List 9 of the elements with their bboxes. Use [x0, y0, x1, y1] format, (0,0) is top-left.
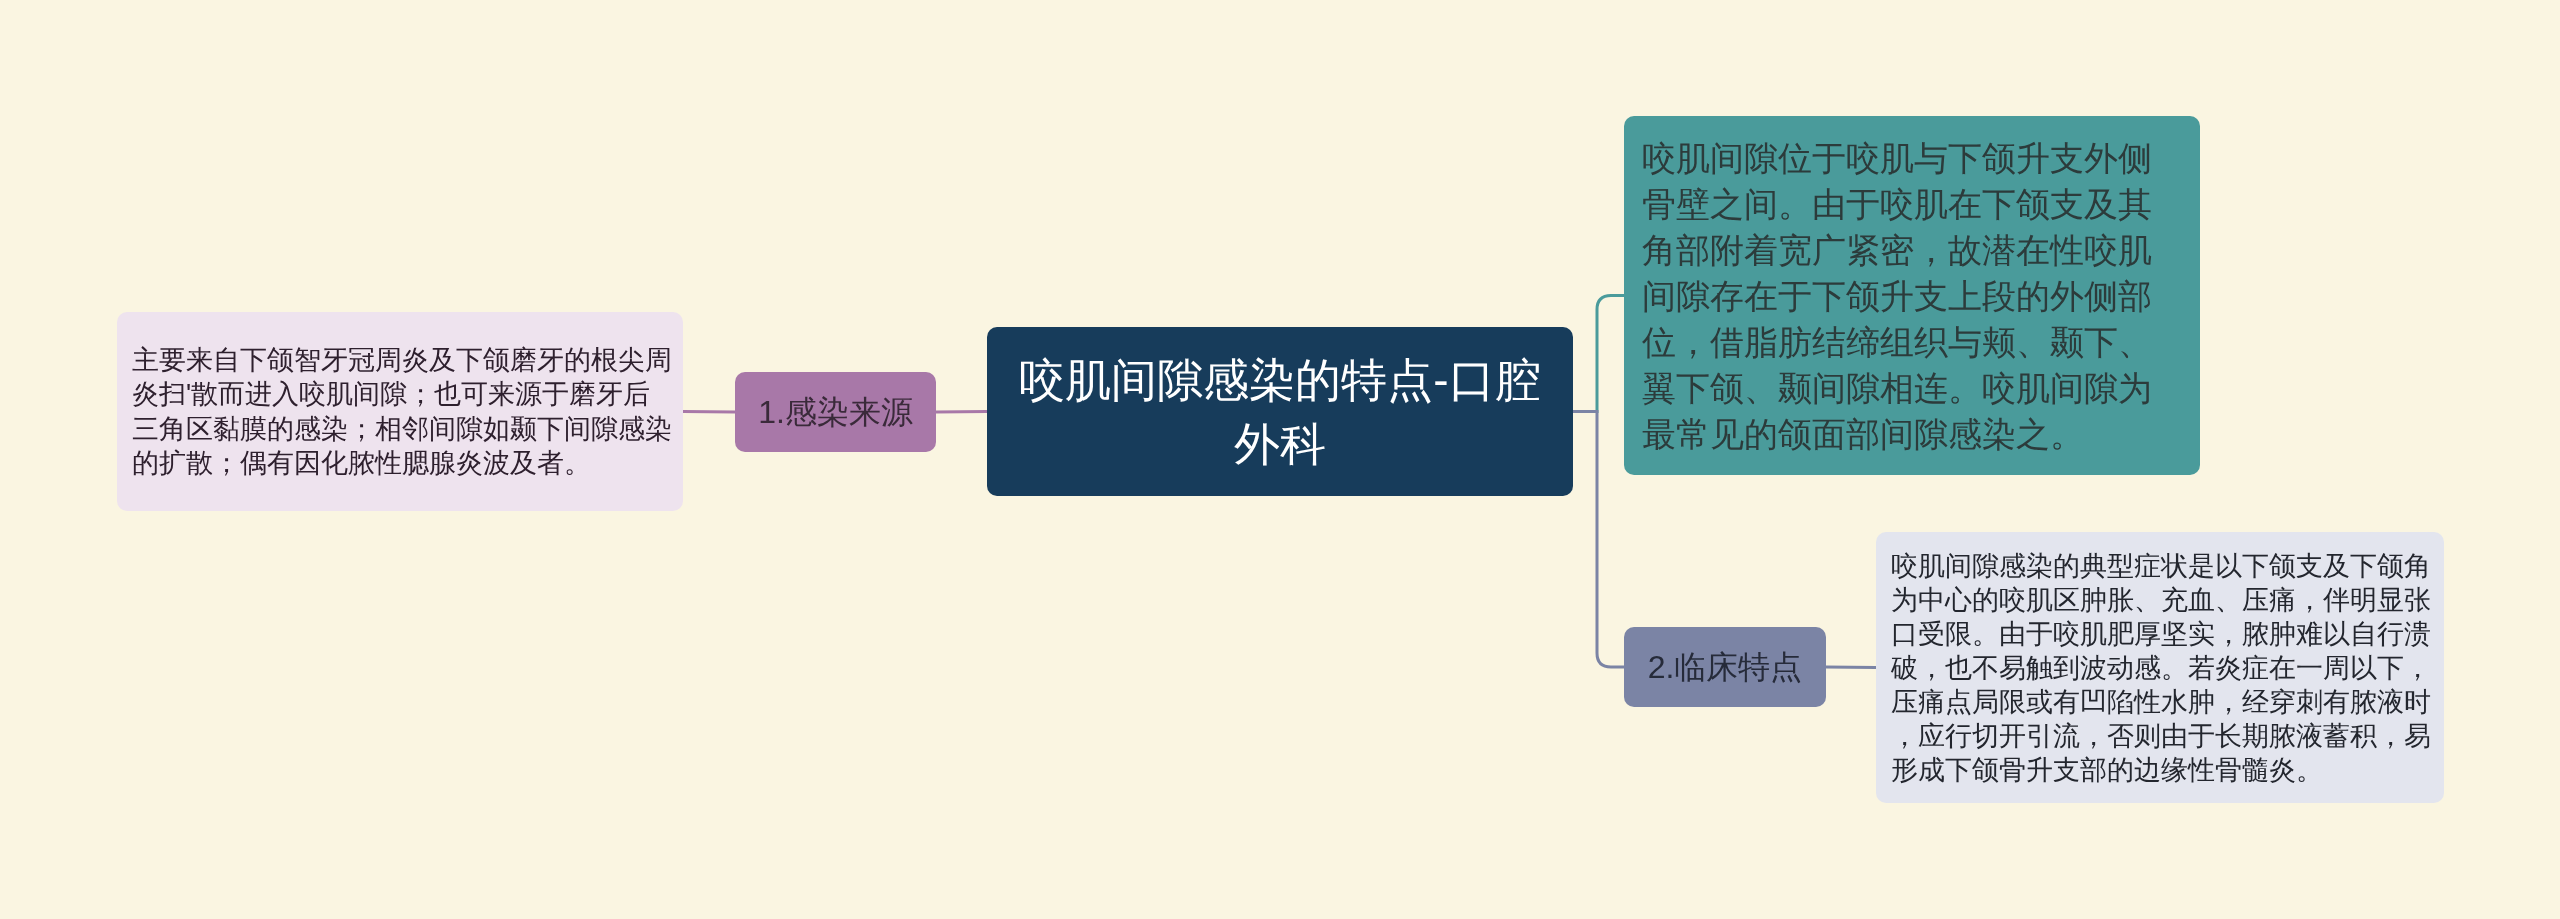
detail-topic-box: 咬肌间隙位于咬肌与下颌升支外侧骨壁之间。由于咬肌在下颌支及其角部附着宽广紧密，故潜在性咬肌间隙存在于下颌升支上段的外侧部位，借脂肪结缔组织与颊、颞下、翼下颌、颞间隙相连。咬肌间隙为最常见的颌面部间隙感染之。 [1624, 116, 2200, 475]
connector-line [683, 410, 735, 414]
note-box: 主要来自下颌智牙冠周炎及下颌磨牙的根尖周炎扫'散而进入咬肌间隙；也可来源于磨牙后三角区黏膜的感染；相邻间隙如颞下间隙感染的扩散；偶有因化脓性腮腺炎波及者。 [117, 312, 683, 511]
branch-topic-box: 2.临床特点 [1624, 627, 1826, 707]
branch-topic-box: 1.感染来源 [735, 372, 936, 452]
connector-line [1826, 665, 1876, 669]
connector-line [936, 410, 987, 414]
central-topic-box: 咬肌间隙感染的特点-口腔外科 [987, 327, 1573, 496]
note-box: 咬肌间隙感染的典型症状是以下颌支及下颌角为中心的咬肌区肿胀、充血、压痛，伴明显张口受限。由于咬肌肥厚坚实，脓肿难以自行溃破，也不易触到波动感。若炎症在一周以下，压痛点局限或有凹陷性水肿，经穿刺有脓液时，应行切开引流，否则由于长期脓液蓄积，易形成下颌骨升支部的边缘性骨髓炎。 [1876, 532, 2444, 803]
